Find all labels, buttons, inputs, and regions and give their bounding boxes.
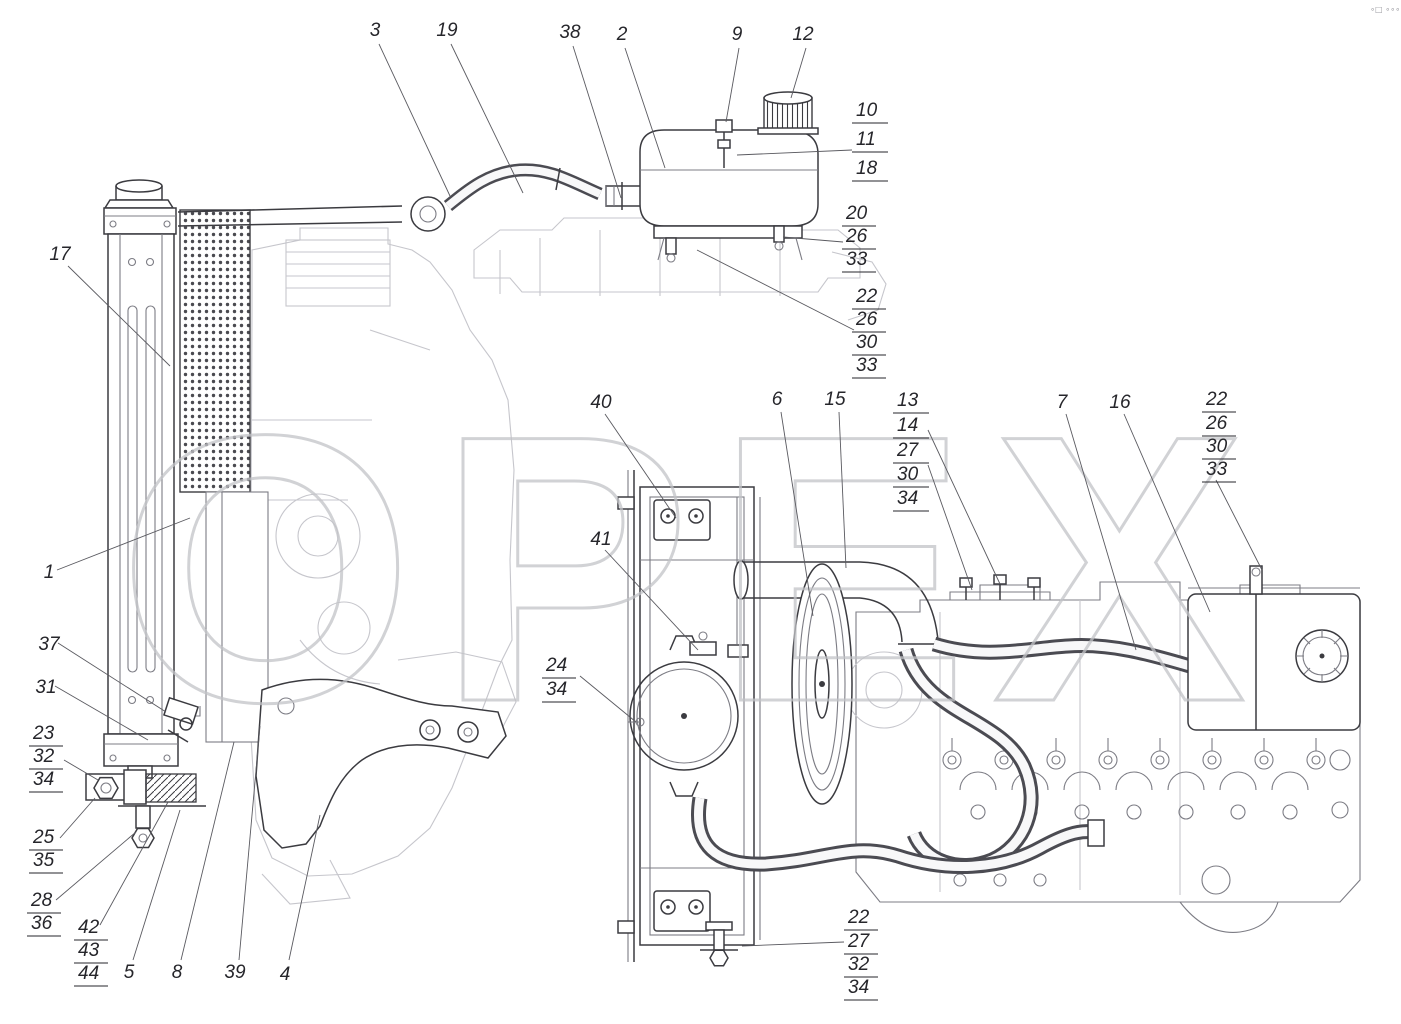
fan-pulley bbox=[791, 563, 853, 805]
tank-mount-bracket bbox=[653, 225, 803, 263]
upper-hose-left bbox=[443, 163, 603, 212]
callout-34d: 34 bbox=[848, 977, 869, 998]
watermark: OPEX bbox=[118, 356, 1270, 781]
callout-33a: 33 bbox=[846, 249, 868, 270]
callout-5: 5 bbox=[124, 962, 135, 983]
callout-38: 38 bbox=[559, 22, 581, 43]
callout-32a: 32 bbox=[33, 746, 55, 767]
callout-24: 24 bbox=[545, 655, 567, 676]
callout-32b: 32 bbox=[848, 954, 870, 975]
callout-20: 20 bbox=[845, 203, 868, 224]
callout-8: 8 bbox=[172, 962, 183, 983]
bottom-mount-left bbox=[85, 769, 206, 849]
callout-18: 18 bbox=[856, 158, 878, 179]
callout-42: 42 bbox=[78, 917, 100, 938]
support-bracket-arm bbox=[255, 678, 507, 849]
callout-28: 28 bbox=[30, 890, 53, 911]
callout-7: 7 bbox=[1057, 392, 1069, 413]
callout-34b: 34 bbox=[897, 488, 918, 509]
callout-34c: 34 bbox=[546, 679, 567, 700]
callout-30c: 30 bbox=[1206, 436, 1228, 457]
callout-3: 3 bbox=[370, 20, 381, 41]
callout-35: 35 bbox=[33, 850, 55, 871]
expansion-tank-right bbox=[1187, 565, 1361, 731]
callout-stack-10-11-18: 10 11 18 bbox=[852, 100, 888, 182]
callout-9: 9 bbox=[732, 24, 743, 45]
callout-13: 13 bbox=[897, 390, 919, 411]
drain-cock bbox=[163, 696, 199, 743]
engine-block-right bbox=[845, 574, 1361, 933]
callout-17: 17 bbox=[49, 244, 72, 265]
steam-valve-fitting bbox=[715, 119, 733, 168]
callout-31: 31 bbox=[35, 677, 56, 698]
callout-16: 16 bbox=[1109, 392, 1131, 413]
callout-1: 1 bbox=[44, 562, 55, 583]
water-outlet-pipe bbox=[733, 560, 940, 645]
callout-stack-42-43-44: 42 43 44 bbox=[74, 917, 108, 987]
shroud-panel-left bbox=[176, 491, 269, 743]
callout-39: 39 bbox=[224, 962, 246, 983]
callout-23: 23 bbox=[32, 723, 55, 744]
engine-silhouette-top bbox=[473, 217, 887, 321]
callout-stack-20-26-33: 20 26 33 bbox=[842, 203, 876, 273]
callout-15: 15 bbox=[824, 389, 846, 410]
upper-hose-right bbox=[931, 636, 1193, 674]
callouts: 3 19 38 2 9 12 10 11 18 20 26 33 22 26 bbox=[27, 20, 1236, 1001]
callout-22a: 22 bbox=[855, 286, 878, 307]
callout-19: 19 bbox=[436, 20, 458, 41]
rocker-bolt-row bbox=[942, 738, 1326, 820]
callout-27b: 27 bbox=[847, 931, 871, 952]
leader-lines bbox=[54, 43, 1263, 961]
callout-36: 36 bbox=[31, 913, 53, 934]
callout-30b: 30 bbox=[897, 464, 919, 485]
callout-10: 10 bbox=[856, 100, 878, 121]
callout-37: 37 bbox=[38, 634, 61, 655]
expansion-tank-assembly bbox=[605, 91, 819, 263]
callout-stack-24-34: 24 34 bbox=[542, 655, 576, 703]
callout-stack-13: 13 14 27 30 34 bbox=[893, 390, 929, 512]
callout-stack-23-32-34: 23 32 34 bbox=[29, 723, 63, 793]
callout-14: 14 bbox=[897, 415, 918, 436]
callout-41: 41 bbox=[590, 529, 611, 550]
callout-26c: 26 bbox=[1205, 413, 1228, 434]
callout-25: 25 bbox=[32, 827, 55, 848]
callout-30a: 30 bbox=[856, 332, 878, 353]
callout-stack-22-right: 22 26 30 33 bbox=[1202, 389, 1236, 483]
callout-33b: 33 bbox=[856, 355, 878, 376]
callout-stack-25-35: 25 35 bbox=[29, 827, 63, 874]
callout-40: 40 bbox=[590, 392, 612, 413]
callout-stack-22-top: 22 26 30 33 bbox=[852, 286, 886, 379]
callout-11: 11 bbox=[856, 129, 876, 150]
filler-cap bbox=[757, 91, 819, 135]
callout-34a: 34 bbox=[33, 769, 54, 790]
callout-2: 2 bbox=[616, 24, 628, 45]
callout-43: 43 bbox=[78, 940, 100, 961]
callout-26b: 26 bbox=[855, 309, 878, 330]
callout-stack-28-36: 28 36 bbox=[27, 890, 61, 937]
callout-33c: 33 bbox=[1206, 459, 1228, 480]
radiator-side-view bbox=[103, 179, 179, 779]
callout-6: 6 bbox=[772, 389, 783, 410]
callout-4: 4 bbox=[280, 964, 291, 985]
callout-27a: 27 bbox=[896, 440, 920, 461]
tank-outlet-pipe bbox=[605, 182, 640, 210]
callout-22c: 22 bbox=[847, 907, 870, 928]
lower-hose bbox=[691, 796, 1105, 874]
callout-12: 12 bbox=[792, 24, 814, 45]
corner-mark: ∘□ ∘∘∘ bbox=[1370, 5, 1400, 14]
callout-22b: 22 bbox=[1205, 389, 1228, 410]
callout-stack-22-bottom: 22 27 32 34 bbox=[844, 907, 878, 1001]
frame-bottom-bolt bbox=[700, 921, 738, 967]
callout-44: 44 bbox=[78, 963, 99, 984]
perforated-panel bbox=[179, 209, 251, 493]
callout-26a: 26 bbox=[845, 226, 868, 247]
